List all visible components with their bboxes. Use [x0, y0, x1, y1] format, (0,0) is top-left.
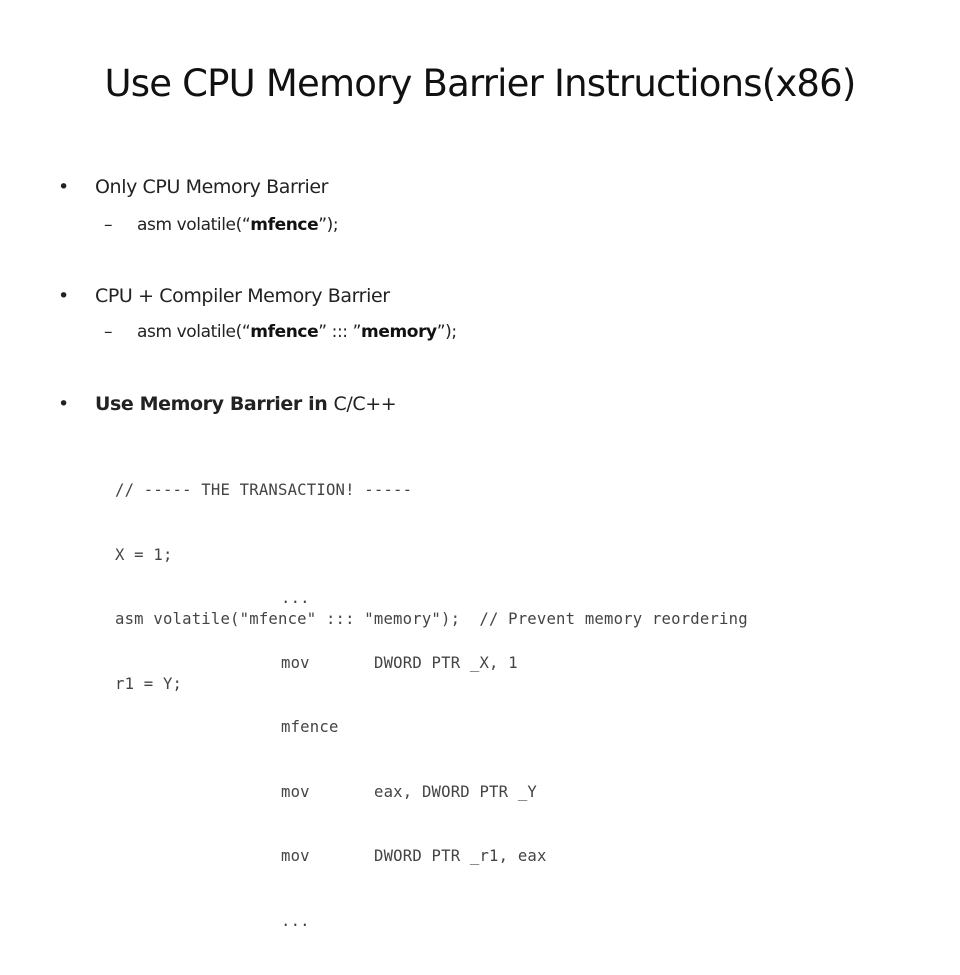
slide-title: Use CPU Memory Barrier Instructions(x86) — [104, 62, 856, 105]
asm-opcode: ... — [281, 911, 310, 930]
asm-operands: eax, DWORD PTR _Y — [374, 782, 537, 801]
asm-line: ... — [281, 588, 319, 610]
bullet-marker: • — [58, 176, 69, 198]
code-line: asm volatile("mfence" ::: "memory"); // … — [115, 610, 748, 628]
bullet-text-bold: Use Memory Barrier in — [95, 393, 334, 415]
code-line: // ----- THE TRANSACTION! ----- — [115, 481, 413, 499]
bullet-marker: • — [58, 285, 69, 307]
asm-operands: DWORD PTR _X, 1 — [374, 653, 518, 672]
code-line: r1 = Y; — [115, 674, 183, 693]
asm-code-block: ... mov DWORD PTR _X, 1 mfence mov eax, DW… — [281, 545, 546, 975]
asm-opcode: mov — [281, 653, 310, 672]
asm-line: mov eax, DWORD PTR _Y — [281, 782, 537, 804]
code-prefix: asm volatile(“ — [137, 322, 251, 342]
bullet-text: Use Memory Barrier in C/C++ — [95, 393, 397, 415]
asm-opcode: mov — [281, 782, 310, 801]
bullet-text-plain: C/C++ — [333, 393, 397, 415]
slide: Use CPU Memory Barrier Instructions(x86)… — [58, 62, 857, 930]
asm-opcode: mov — [281, 847, 310, 865]
code-keyword-mfence: mfence — [250, 215, 319, 235]
code-prefix: asm volatile(“ — [137, 215, 251, 235]
code-middle: ” ::: ” — [318, 322, 362, 342]
code-suffix: ); — [326, 215, 339, 235]
code-middle: ” — [318, 215, 327, 235]
bullet-text: CPU + Compiler Memory Barrier — [95, 285, 390, 307]
asm-operands: DWORD PTR _r1, eax — [374, 847, 547, 865]
sub-bullet-text: asm volatile(“mfence”); — [137, 215, 339, 235]
asm-line: mov DWORD PTR _X, 1 — [281, 653, 518, 675]
code-keyword-mfence: mfence — [250, 322, 319, 342]
code-keyword-memory: memory — [361, 322, 437, 342]
asm-opcode: ... — [281, 589, 310, 607]
asm-line: ... — [281, 911, 319, 933]
asm-line: mfence — [281, 717, 338, 739]
sub-bullet-marker: – — [104, 322, 113, 342]
sub-bullet-marker: – — [104, 215, 113, 235]
code-line: X = 1; — [115, 545, 173, 564]
bullet-text: Only CPU Memory Barrier — [95, 176, 329, 198]
c-code-block: // ----- THE TRANSACTION! ----- X = 1; a… — [115, 437, 748, 738]
code-suffix: ”); — [436, 322, 457, 342]
sub-bullet-text: asm volatile(“mfence” ::: ”memory”); — [137, 322, 457, 342]
bullet-marker: • — [58, 393, 69, 415]
asm-opcode: mfence — [281, 718, 339, 736]
asm-line: mov DWORD PTR _r1, eax — [281, 846, 546, 868]
